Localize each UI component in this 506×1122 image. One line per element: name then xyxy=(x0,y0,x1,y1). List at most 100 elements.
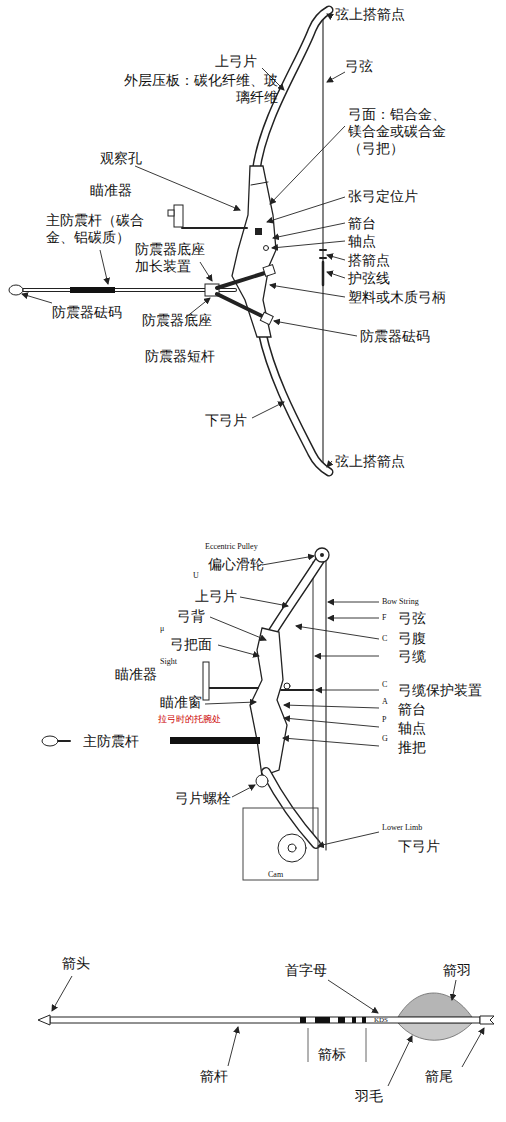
part-label: F xyxy=(382,613,386,623)
leader-line xyxy=(22,14,357,467)
part-label: Eccentric Pulley xyxy=(205,542,258,552)
recurve-bow xyxy=(217,294,266,318)
compound-bow xyxy=(203,662,209,700)
part-label: U xyxy=(193,571,199,581)
leader-line xyxy=(283,738,379,746)
part-label: 防震器底座 xyxy=(142,312,212,329)
part-label: 瞄准器 xyxy=(115,666,157,683)
part-label: Cam xyxy=(268,870,283,880)
recurve-bow xyxy=(320,249,326,251)
leader-line xyxy=(205,702,256,704)
part-label: 箭杆 xyxy=(200,1068,228,1085)
part-label: μ xyxy=(160,624,164,634)
part-label: 弦上搭箭点 xyxy=(335,453,405,470)
part-label: A xyxy=(382,697,388,707)
leader-line xyxy=(200,262,212,281)
leader-line xyxy=(284,705,379,708)
part-label: 轴点 xyxy=(348,233,376,250)
part-label: 箭台 xyxy=(348,215,376,232)
part-label: 防震器砝码 xyxy=(360,328,430,345)
part-label: 弦上搭箭点 xyxy=(335,6,405,23)
compound-bow xyxy=(270,560,320,636)
leader-line xyxy=(328,980,378,1013)
compound-bow xyxy=(207,687,258,689)
leader-line xyxy=(452,980,456,1000)
leader-line xyxy=(240,597,288,606)
part-label: 弓弦 xyxy=(398,610,426,627)
part-label: 箭标 xyxy=(318,1046,346,1063)
leader-line xyxy=(327,255,345,260)
compound-bow xyxy=(278,834,306,862)
recurve-bow xyxy=(263,265,275,277)
recurve-bow xyxy=(22,289,235,291)
recurve-bow xyxy=(174,205,183,227)
arrow xyxy=(480,1016,494,1024)
compound-bow xyxy=(270,560,320,636)
compound-bow xyxy=(315,548,329,562)
part-label: 弓缆保护装置 xyxy=(398,682,482,699)
leader-line xyxy=(272,241,345,248)
part-label: 羽毛 xyxy=(355,1088,383,1105)
part-label: Sight xyxy=(160,657,177,667)
leader-line xyxy=(210,617,266,640)
leader-line xyxy=(52,976,72,1011)
compound-bow xyxy=(42,548,329,880)
arrow xyxy=(398,993,472,1017)
recurve-bow xyxy=(251,182,268,185)
recurve-bow xyxy=(9,10,329,472)
arrow xyxy=(38,993,494,1062)
compound-bow xyxy=(243,808,318,880)
part-label: 上弓片 xyxy=(215,53,257,70)
compound-bow xyxy=(42,736,58,746)
part-label: 弓弦 xyxy=(345,58,373,75)
part-label: 弓把面 xyxy=(170,636,212,653)
leader-line xyxy=(327,14,332,17)
part-label: 下弓片 xyxy=(398,838,440,855)
arrow xyxy=(38,1015,50,1025)
compound-bow xyxy=(256,775,268,787)
part-label: 瞄准窗 xyxy=(160,694,202,711)
part-label: 上弓片 xyxy=(195,588,237,605)
leader-line xyxy=(327,72,345,82)
arrow xyxy=(398,1023,472,1040)
recurve-bow xyxy=(264,246,269,251)
recurve-bow xyxy=(262,332,329,472)
recurve-bow xyxy=(260,312,273,324)
leader-line xyxy=(262,556,314,565)
part-label: 主防震杆 xyxy=(83,733,139,750)
leader-line xyxy=(267,197,345,222)
arrow xyxy=(338,1017,345,1023)
part-label: 防震器底座加长装置 xyxy=(135,241,209,275)
part-label: Lower Limb xyxy=(382,823,422,833)
leader-line xyxy=(228,1027,238,1066)
leader-line xyxy=(328,602,379,603)
part-label: 箭头 xyxy=(62,955,90,972)
recurve-bow xyxy=(217,272,268,288)
part-label: 主防震杆（碳合金、铝碳质） xyxy=(46,212,148,246)
leader-line xyxy=(462,1028,484,1067)
recurve-bow xyxy=(22,288,235,292)
part-label: KDS xyxy=(374,1016,388,1024)
part-label: 外层压板：碳化纤维、玻璃纤维 xyxy=(118,72,278,106)
arrow xyxy=(362,1017,366,1023)
leader-line xyxy=(388,1036,412,1086)
leader-line xyxy=(296,626,379,639)
part-label: 瞄准器 xyxy=(90,182,132,199)
leader-line xyxy=(273,223,345,238)
part-label: 防震器短杆 xyxy=(145,348,215,365)
compound-bow xyxy=(170,737,260,744)
recurve-bow xyxy=(168,210,174,216)
compound-bow xyxy=(320,553,324,557)
leader-line xyxy=(252,402,284,418)
leader-line xyxy=(328,618,379,619)
recurve-bow xyxy=(262,332,329,472)
leader-line xyxy=(22,294,52,303)
part-label: G xyxy=(382,734,388,744)
part-label: C xyxy=(382,634,387,644)
recurve-bow xyxy=(70,287,115,293)
leader-line xyxy=(52,976,484,1086)
part-label: 弓背 xyxy=(177,608,205,625)
part-label: 护弦线 xyxy=(348,270,390,287)
part-label: 下弓片 xyxy=(205,412,247,429)
arrow xyxy=(50,1017,480,1023)
